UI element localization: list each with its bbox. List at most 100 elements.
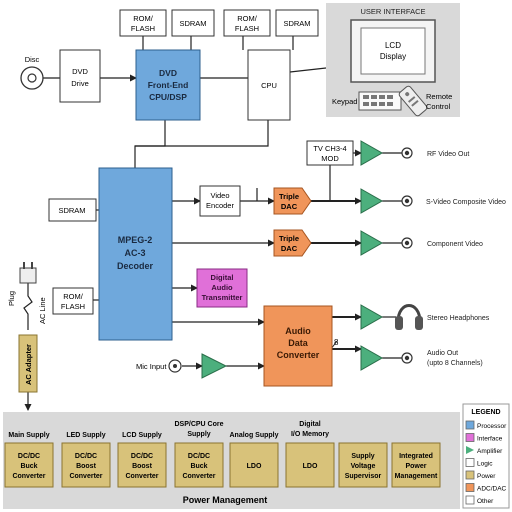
tv-mod-label-2: MOD (321, 154, 339, 163)
amplifier-icon-audio-out (360, 345, 384, 371)
rom-flash-2-label-1: ROM/ (237, 14, 257, 23)
power-block-label: Power (405, 463, 426, 470)
legend-item-label: Other (477, 498, 494, 505)
power-supply-label: Digital (299, 421, 320, 428)
legend-item-label: Logic (477, 461, 493, 468)
lcd-label-1: LCD (385, 41, 401, 50)
user-interface-panel: USER INTERFACE LCD Display Keypad Remote… (326, 3, 460, 117)
power-block-label: Converter (69, 473, 102, 480)
svideo-out-label: S-Video Composite Video (426, 199, 506, 206)
rom-flash-1-label-2: FLASH (131, 24, 155, 33)
power-block (4, 442, 54, 488)
power-block-label: Integrated (399, 453, 433, 460)
mic-input-label: Mic Input (136, 362, 167, 371)
power-block-label: LDO (303, 463, 318, 470)
legend-title: LEGEND (471, 409, 500, 416)
dvd-drive-block (59, 49, 101, 103)
legend-item-label: ADC/DAC (477, 486, 507, 493)
power-block-label: Converter (125, 473, 158, 480)
rom-flash-block-1 (119, 9, 167, 37)
power-block-label: DC/DC (75, 453, 97, 460)
power-block-label: Buck (20, 463, 37, 470)
sdram-left-block (48, 198, 97, 222)
video-encoder-block (199, 185, 241, 217)
component-out-label: Component Video (427, 241, 483, 248)
top-memory-blocks: ROM/ FLASH SDRAM ROM/ FLASH SDRAM (119, 9, 319, 37)
power-supply-label: I/O Memory (291, 431, 329, 438)
amplifiers (201, 140, 384, 379)
power-block (338, 442, 388, 488)
sdram-left-label: SDRAM (58, 206, 85, 215)
rom-flash-2-label-2: FLASH (235, 24, 259, 33)
mpeg-label-2: AC-3 (124, 248, 145, 258)
audio-data-converter-block (263, 305, 333, 387)
legend-swatch (465, 420, 475, 430)
sdram-2-label: SDRAM (283, 19, 310, 28)
amplifier-icon-component (360, 230, 384, 256)
video-encoder-label-1: Video (210, 191, 229, 200)
power-block (229, 442, 279, 488)
mic-input-jack-icon (168, 359, 182, 373)
power-block-label: Supervisor (345, 473, 382, 480)
amplifier-icon-mic (201, 353, 228, 379)
ac-adapter-label: AC Adapter (24, 344, 33, 385)
disc-label: Disc (25, 55, 40, 64)
legend-item-label: Interface (477, 436, 503, 443)
tv-mod-block (306, 140, 354, 166)
power-block-label: DC/DC (18, 453, 40, 460)
bus-width-label: 8 (334, 338, 339, 347)
legend-swatch (465, 458, 475, 467)
amplifier-icon-rf (360, 140, 384, 166)
power-supply-label: LCD Supply (122, 432, 162, 439)
stereo-headphones-label: Stereo Headphones (427, 315, 490, 322)
dvd-frontend-block (135, 49, 201, 121)
svideo-out-jack-icon (401, 195, 413, 207)
rom-flash-block-2 (223, 9, 271, 37)
power-block (174, 442, 224, 488)
output-jacks (401, 147, 413, 364)
legend-item-label: Power (477, 473, 496, 480)
rom-flash-left-label-1: ROM/ (63, 292, 83, 301)
triple-dac-1-label-2: DAC (281, 202, 298, 211)
dat-label-3: Transmitter (202, 293, 243, 302)
power-block-label: Converter (182, 473, 215, 480)
cpu-label: CPU (261, 81, 277, 90)
rom-flash-left-block (52, 287, 94, 315)
power-block (117, 442, 167, 488)
amplifier-icon-svideo (360, 188, 384, 214)
legend-item-label: Processor (477, 423, 507, 430)
rom-flash-left-label-2: FLASH (61, 302, 85, 311)
dat-label-2: Audio (211, 283, 233, 292)
keypad-label: Keypad (332, 97, 357, 106)
lcd-label-2: Display (380, 52, 406, 61)
power-block-label: DC/DC (188, 453, 210, 460)
dvd-drive-label-2: Drive (71, 79, 89, 88)
ac-plug-icon (19, 262, 37, 284)
audio-out-jack-icon (401, 352, 413, 364)
cpu-block (247, 49, 291, 121)
remote-label-1: Remote (426, 92, 452, 101)
power-block (285, 442, 335, 488)
dvd-drive-label-1: DVD (72, 67, 88, 76)
rom-flash-1-label-1: ROM/ (133, 14, 153, 23)
rf-out-jack-icon (401, 147, 413, 159)
power-block-label: DC/DC (131, 453, 153, 460)
mpeg-label-1: MPEG-2 (118, 235, 153, 245)
adc-label-1: Audio (285, 326, 311, 336)
legend-swatch (465, 495, 475, 505)
power-block-label: Supply (351, 453, 374, 460)
ac-adapter-block (18, 334, 38, 393)
disc-icon (20, 66, 44, 90)
mpeg-label-3: Decoder (117, 261, 154, 271)
ui-title: USER INTERFACE (360, 7, 425, 16)
power-supply-label: Supply (187, 431, 210, 438)
power-block-label: Boost (132, 463, 153, 470)
dat-label-1: Digital (211, 273, 234, 282)
power-supply-label: Main Supply (8, 432, 49, 439)
power-block-label: Management (395, 473, 438, 480)
triple-dac-1-label-1: Triple (279, 192, 299, 201)
headphones-icon (395, 304, 423, 330)
sdram-block-2 (275, 9, 319, 37)
triple-dac-2-label-2: DAC (281, 244, 298, 253)
